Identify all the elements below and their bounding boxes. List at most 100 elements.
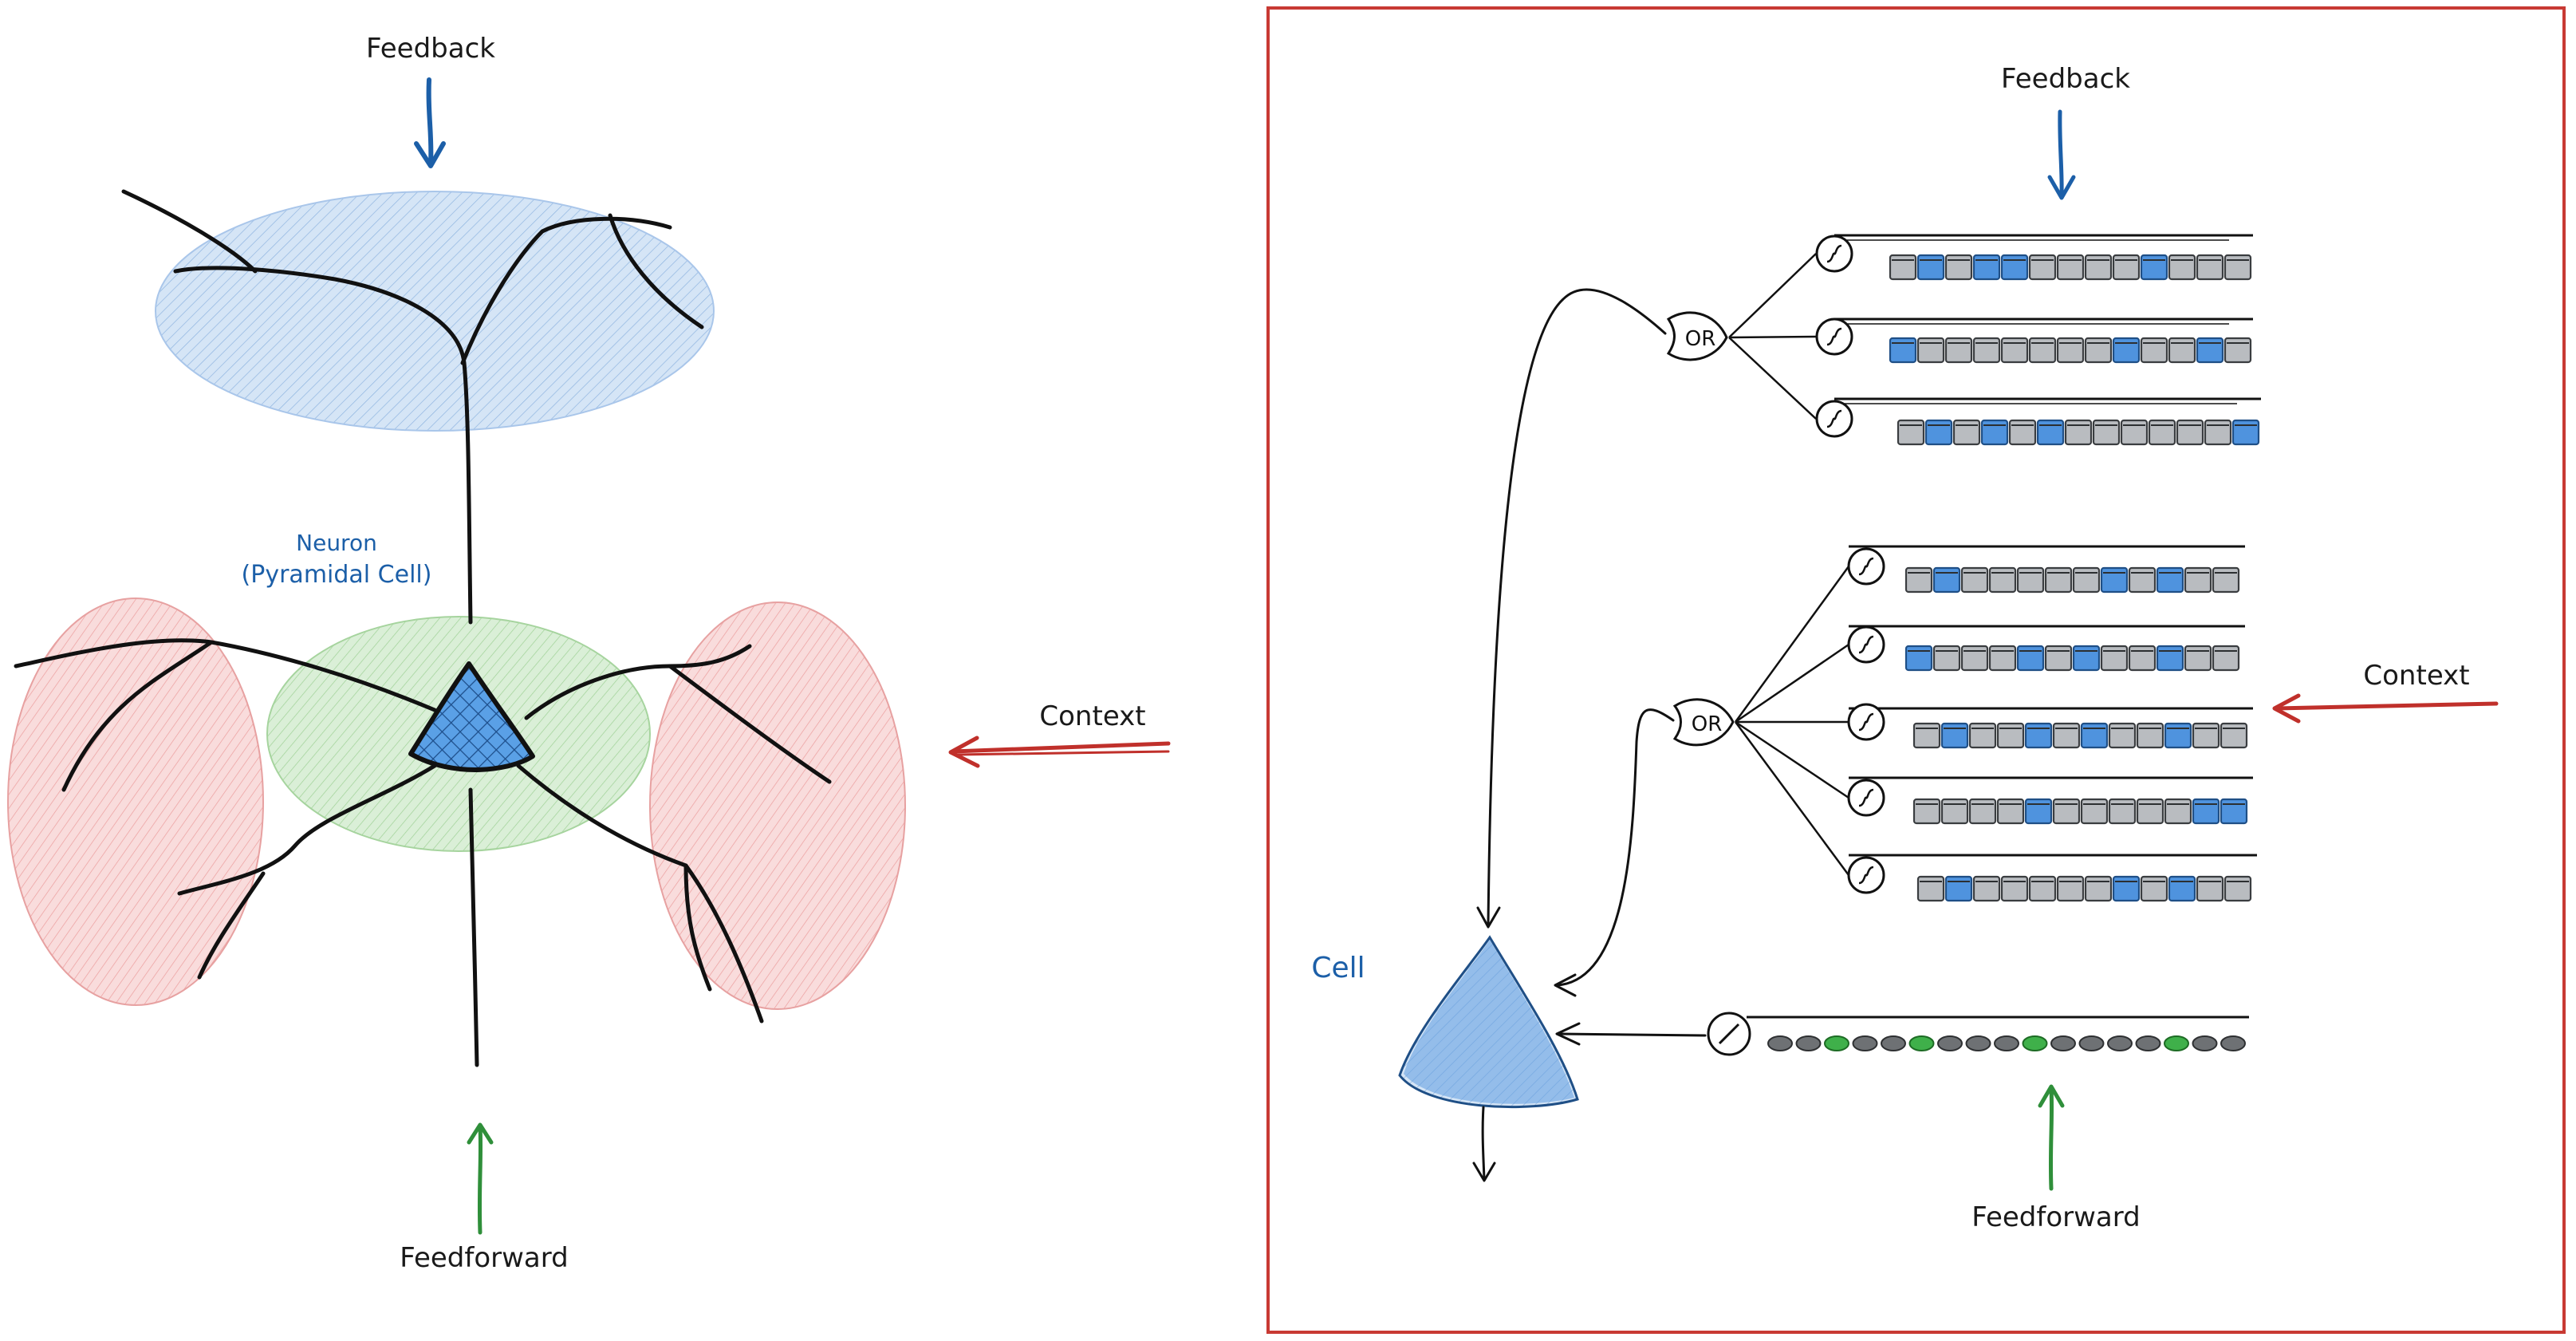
inactive-synapse [2064,419,2093,446]
inactive-synapse [1960,566,1989,594]
active-synapse [1940,722,1969,749]
cell-output-arrow [1472,1106,1496,1182]
inactive-synapse [2028,337,2057,364]
left-context-label: Context [1039,700,1145,732]
or-gate-feedback: OR [1666,311,1728,361]
inactive-synapse [1996,798,2025,825]
inactive-synapse [1889,254,1917,281]
inactive-input-bit [1795,1035,1822,1051]
inactive-synapse [2176,419,2204,446]
inactive-synapse [1972,875,2001,902]
active-synapse [1889,337,1917,364]
inactive-input-bit [1965,1035,1991,1051]
or-input-line [1728,253,1817,338]
active-input-bit [2164,1035,2189,1051]
active-synapse [2000,254,2029,281]
context-dendrite-segment [1904,645,2240,672]
inactive-synapse [1897,419,1925,446]
feedback-dendrite-segment [1897,419,2260,446]
sigmoid-icon [1858,788,1874,807]
right-context-arrow [2272,693,2499,724]
inactive-synapse [2212,645,2240,672]
inactive-synapse [2084,875,2113,902]
inactive-synapse [2140,875,2168,902]
active-synapse [1972,254,2001,281]
inactive-synapse [1972,337,2001,364]
left-feedback-arrow [414,77,446,168]
feedback-apical-region [155,191,715,432]
inactive-synapse [1912,798,1941,825]
inactive-synapse [2044,645,2073,672]
inactive-synapse [2000,337,2029,364]
inactive-synapse [2204,419,2232,446]
neuron-label: Neuron (Pyramidal Cell) [242,530,432,589]
or-gate-context: OR [1672,698,1735,747]
inactive-synapse [1968,798,1997,825]
inactive-synapse [2056,337,2085,364]
threshold-sigmoid-icon [1847,856,1885,894]
context-dendrite-segment [1912,798,2248,825]
active-synapse [2112,337,2141,364]
inactive-input-bit [1994,1035,2019,1051]
inactive-input-bit [2192,1035,2218,1051]
active-synapse [2196,337,2224,364]
inactive-input-bit [1767,1035,1793,1051]
right-feedforward-label: Feedforward [1971,1201,2140,1233]
inactive-input-bit [2107,1035,2133,1051]
active-synapse [2036,419,2065,446]
threshold-sigmoid-icon [1815,235,1853,273]
or-input-line [1734,566,1850,723]
feedback-dendrite-segment [1889,337,2252,364]
inactive-synapse [2108,798,2137,825]
inactive-synapse [2000,875,2029,902]
or-input-line [1728,337,1817,420]
inactive-synapse [2044,566,2073,594]
inactive-synapse [2128,645,2157,672]
feedback-to-cell-connection [1476,288,1667,929]
inactive-synapse [1952,419,1981,446]
sigmoid-icon [1826,327,1842,346]
inactive-synapse [2028,254,2057,281]
active-synapse [1980,419,2009,446]
inactive-synapse [2092,419,2121,446]
inactive-synapse [2192,722,2220,749]
inactive-synapse [2008,419,2037,446]
inactive-synapse [2100,645,2129,672]
inactive-synapse [2084,337,2113,364]
or-input-line [1735,720,1849,799]
inactive-input-bit [2135,1035,2161,1051]
active-synapse [2112,875,2141,902]
neuron-label-line2: (Pyramidal Cell) [242,561,432,589]
active-synapse [2164,722,2192,749]
active-input-bit [1824,1035,1849,1051]
inactive-synapse [2080,798,2109,825]
inactive-synapse [1996,722,2025,749]
active-synapse [2192,798,2220,825]
inactive-synapse [2223,875,2252,902]
or-input-line [1735,643,1849,724]
inactive-synapse [2212,566,2240,594]
inactive-synapse [2223,337,2252,364]
or-gate-context-label: OR [1692,712,1723,736]
context-to-cell-connection [1554,708,1675,997]
inactive-input-bit [1852,1035,1878,1051]
right-panel: Feedback Context Feedforward Cell [1266,6,2566,1334]
inactive-synapse [2016,566,2045,594]
active-synapse [2156,645,2184,672]
inactive-input-bit [1881,1035,1906,1051]
sigmoid-icon [1826,244,1842,263]
active-synapse [2140,254,2168,281]
inactive-input-bit [2220,1035,2246,1051]
inactive-synapse [1988,645,2017,672]
inactive-synapse [1960,645,1989,672]
active-synapse [2024,722,2053,749]
sigmoid-icon [1858,635,1874,654]
active-input-bit [2022,1035,2048,1051]
or-input-line [1734,721,1850,876]
linear-activation-icon [1718,1023,1740,1045]
inactive-synapse [2148,419,2176,446]
inactive-synapse [2184,645,2212,672]
active-synapse [2024,798,2053,825]
inactive-synapse [2128,566,2157,594]
